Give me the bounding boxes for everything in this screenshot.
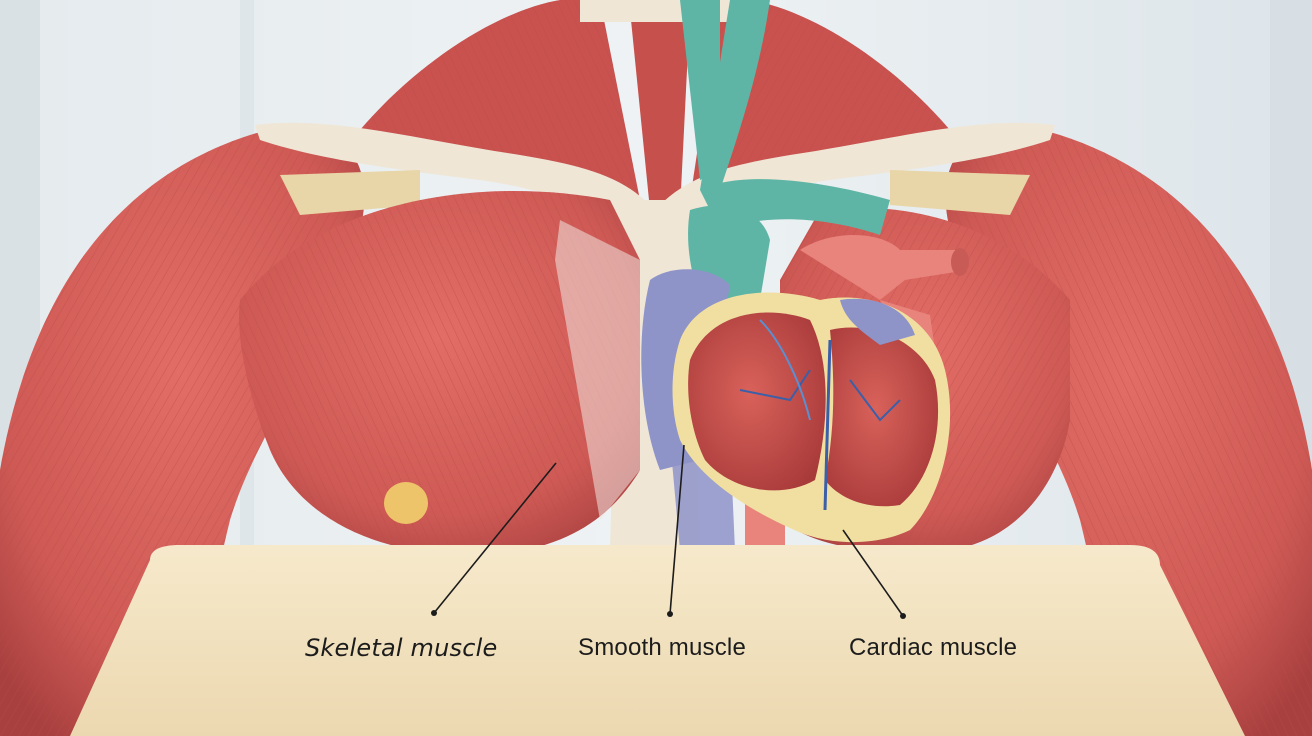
cardiac-leader-line bbox=[842, 529, 904, 617]
left-pectoral-muscle bbox=[239, 190, 640, 555]
clavicles bbox=[255, 122, 1055, 235]
smooth-leader-dot bbox=[667, 611, 673, 617]
leader-lines bbox=[431, 444, 906, 619]
nipple bbox=[384, 482, 428, 524]
smooth-leader-line bbox=[669, 444, 685, 615]
skeletal-leader-line bbox=[433, 462, 557, 614]
cardiac-muscle-label: Cardiac muscle bbox=[849, 634, 1018, 661]
cardiac-leader-dot bbox=[900, 613, 906, 619]
skeletal-muscle-label: Skeletal muscle bbox=[305, 634, 498, 662]
skeletal-leader-dot bbox=[431, 610, 437, 616]
heart bbox=[672, 235, 969, 543]
base-pad bbox=[70, 545, 1245, 736]
smooth-muscle-label: Smooth muscle bbox=[578, 634, 746, 661]
